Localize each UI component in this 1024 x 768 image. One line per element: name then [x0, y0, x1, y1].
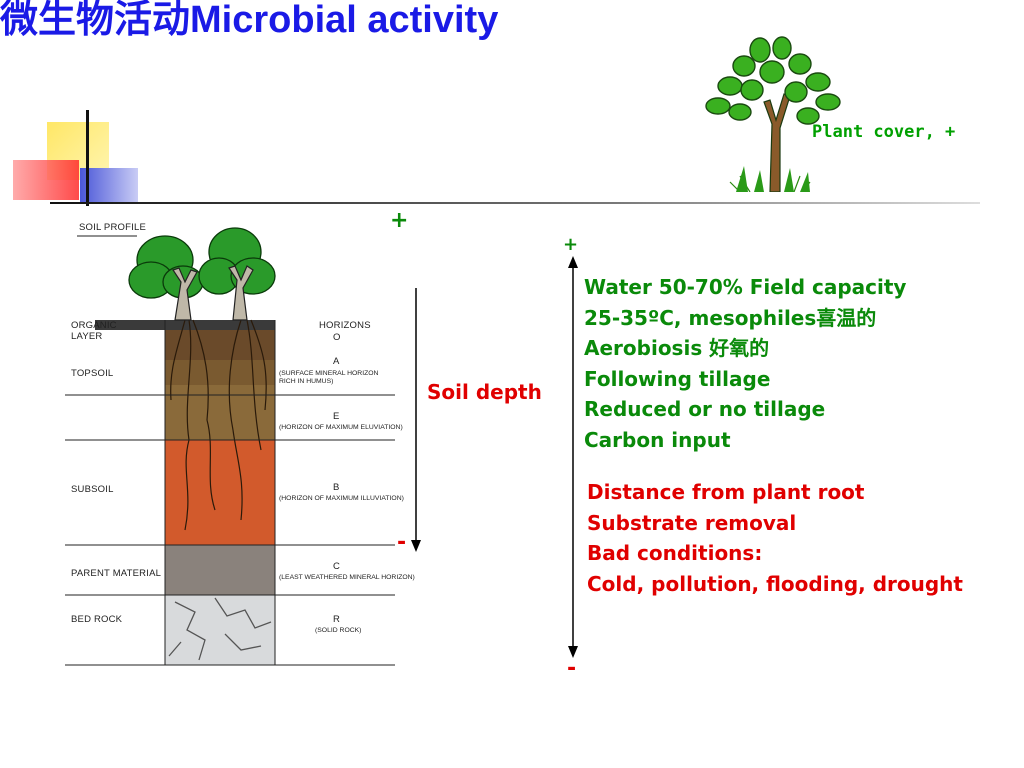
horizon-c-desc: (LEAST WEATHERED MINERAL HORIZON) — [279, 574, 415, 581]
parent-material-label: PARENT MATERIAL — [71, 568, 162, 579]
horizon-e-letter: E — [333, 411, 340, 422]
soil-profile-heading: SOIL PROFILE — [79, 222, 146, 233]
positive-factor-item: Water 50-70% Field capacity — [584, 275, 907, 299]
tree-icon — [705, 36, 841, 192]
horizon-e-band — [165, 385, 275, 440]
topsoil-label: TOPSOIL — [71, 368, 114, 379]
negative-factor-item: Substrate removal — [587, 510, 797, 535]
title-chinese: 微生物活动 — [0, 0, 191, 41]
soil-depth-label: Soil depth — [427, 380, 542, 404]
page-title: 微生物活动Microbial activity — [0, 0, 1024, 39]
blue-square — [80, 168, 138, 204]
plant-cover-label: Plant cover, + — [812, 122, 956, 142]
negative-factors-list: Distance from plant root Substrate remov… — [587, 477, 963, 599]
factor-axis-arrow-icon — [568, 256, 578, 658]
soil-depth-plus: + — [390, 208, 409, 233]
factor-axis-plus: + — [563, 234, 579, 255]
soil-depth-arrow-icon — [411, 288, 421, 552]
red-square — [13, 160, 79, 200]
negative-factor-item: Distance from plant root — [587, 480, 865, 504]
soil-profile-diagram: SOIL PROFILE ORGANIC LAYER TOPSOIL SUBSO… — [65, 210, 415, 670]
horizon-e-desc: (HORIZON OF MAXIMUM ELUVIATION) — [279, 424, 403, 431]
organic-layer-band — [95, 320, 275, 330]
horizon-c-letter: C — [333, 561, 341, 572]
horizon-r-desc: (SOLID ROCK) — [315, 627, 362, 634]
bed-rock-label: BED ROCK — [71, 614, 123, 625]
horizon-c-band — [165, 545, 275, 595]
organic-layer-label-2: LAYER — [71, 331, 103, 342]
title-english: Microbial activity — [190, 0, 499, 41]
vertical-rule — [86, 110, 89, 206]
horizon-b-band — [165, 440, 275, 545]
positive-factor-item: Following tillage — [584, 366, 771, 391]
horizon-b-desc: (HORIZON OF MAXIMUM ILLUVIATION) — [279, 495, 404, 502]
corner-decoration — [0, 110, 140, 210]
positive-factors-list: Water 50-70% Field capacity 25-35ºC, mes… — [584, 272, 906, 455]
title-underline — [50, 202, 980, 204]
negative-factor-item: Bad conditions: — [587, 541, 763, 565]
horizon-b-letter: B — [333, 482, 340, 493]
horizon-a-letter: A — [333, 356, 340, 367]
factor-axis-minus: - — [567, 656, 577, 681]
soil-profile-drawing — [65, 227, 395, 666]
horizon-a-desc: (SURFACE MINERAL HORIZON RICH IN HUMUS) — [279, 370, 379, 385]
positive-factor-item: 25-35ºC, mesophiles喜温的 — [584, 305, 877, 330]
positive-factor-item: Aerobiosis 好氧的 — [584, 336, 770, 360]
horizons-heading: HORIZONS — [319, 320, 371, 331]
positive-factor-item: Carbon input — [584, 427, 731, 452]
organic-layer-label-1: ORGANIC — [71, 320, 117, 331]
soil-depth-minus: - — [397, 530, 407, 555]
negative-factor-item: Cold, pollution, flooding, drought — [587, 571, 963, 596]
horizon-o-letter: O — [333, 332, 341, 343]
horizon-r-letter: R — [333, 614, 341, 625]
positive-factor-item: Reduced or no tillage — [584, 397, 826, 421]
subsoil-label: SUBSOIL — [71, 484, 114, 495]
